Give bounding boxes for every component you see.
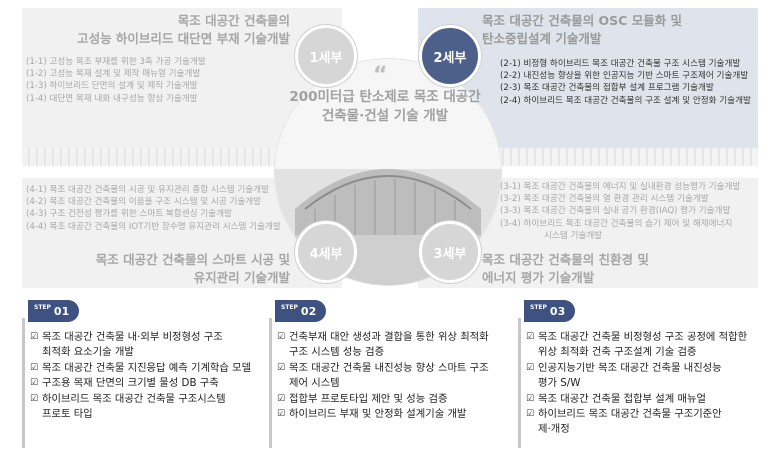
list-item-text: 목조 대공간 건축물 비정형성 구조 공정에 적합한 [538,331,748,343]
q1-item: (1-3) 하이브리드 단면의 설계 및 제작 기술개발 [26,81,198,92]
list-item: 하이브리드 부재 및 안정화 설계기술 개발 [277,407,499,423]
list-item-text: 제어 시스템 [289,377,340,390]
list-item-text: 하이브리드 목조 대공간 건축물 구조시스템 [42,392,226,405]
list-item-text: 인공지능기반 목조 대공간 건축물 내진성능 [538,361,722,374]
q4-item: (4-4) 목조 대공간 건축물의 IOT기반 장수명 유지관리 시스템 기술개… [26,221,281,232]
list-item-text: 목조 대공간 건축물 내·외부 비정형성 구조 [42,331,223,343]
step-number: 01 [53,304,70,318]
q2-item: (2-2) 내진성능 향상을 위한 인공지능 기반 스마트 구조제어 기술개발 [500,71,749,82]
quadrant-3-title: 목조 대공간 건축물의 친환경 및 에너지 평가 기술개발 [482,251,752,287]
center-title-line1: 200미터급 탄소제로 목조 대공간 [289,89,481,105]
q1-item: (1-2) 고성능 목재 설계 및 제작 매뉴얼 기술개발 [26,69,201,80]
q1-item: (1-1) 고성능 목조 부재를 위한 3축 가공 기술개발 [26,57,206,67]
q2-title-line1: 목조 대공간 건축물의 OSC 모듈화 및 [482,13,683,28]
q4-title-line2: 유지관리 기술개발 [193,270,290,285]
step-label: STEP [281,303,298,311]
q3-item: (3-3) 목조 대공간 건축물의 실내 공기 환경(IAQ) 평가 기술개발 [500,206,731,217]
quadrant-4-items: (4-1) 목조 대공간 건축물의 시공 및 유지관리 종합 시스템 기술개발 … [26,184,281,233]
step-number: 02 [300,304,317,318]
q4-item: (4-3) 구조 건전성 평가를 위한 스마트 복합센싱 기술개발 [26,209,232,220]
list-item-text: 구조용 목재 단면의 크기별 물성 DB 구축 [42,377,219,390]
list-item: 목조 대공간 건축물 내진성능 향상 스마트 구조제어 시스템 [277,361,499,392]
quadrant-4-title: 목조 대공간 건축물의 스마트 시공 및 유지관리 기술개발 [60,251,290,287]
q2-item: (2-4) 하이브리드 목조 대공간 건축물의 구조 설계 및 안정화 기술개발 [500,95,751,106]
q4-title-line1: 목조 대공간 건축물의 스마트 시공 및 [95,252,290,267]
divider-stripes-right [496,148,758,166]
q1-title-line1: 목조 대공간 건축물의 [177,13,290,28]
step-02-tag: STEP 02 [275,300,327,322]
q1-item: (1-4) 대단면 목재 내화 내구성능 향상 기술개발 [26,93,198,104]
step-label: STEP [34,303,51,311]
q3-item: (3-2) 목조 대공간 건축물의 열 환경 관리 시스템 기술개발 [500,194,709,205]
q3-title-line1: 목조 대공간 건축물의 친환경 및 [482,252,649,267]
list-item-text: 평가 S/W [538,377,581,390]
quadrant-3-items: (3-1) 목조 대공간 건축물의 에너지 및 실내환경 성능평가 기술개발 (… [500,181,740,242]
list-item-text: 건축부재 대안 생성과 결합을 통한 위상 최적화 [289,331,489,343]
list-item-text: 구조 시스템 성능 검증 [289,346,385,359]
list-item-text: 프로토 타입 [42,408,93,421]
badge-3: 3세부 [419,221,481,283]
list-item-text: 목조 대공간 건축물 지진응답 예측 기계학습 모델 [42,361,252,374]
quadrant-2-items: (2-1) 비정형 하이브리드 목조 대공간 건축물 구조 시스템 기술개발 (… [500,58,751,107]
center-title-line2: 건축물·건설 기술 개발 [321,108,449,124]
q2-item: (2-3) 목조 대공간 건축물의 접합부 설계 프로그램 기술개발 [500,83,714,94]
divider-stripes-left [22,148,282,166]
list-item-text: 접합부 프로토타입 제안 및 성능 검증 [289,392,448,405]
q3-title-line2: 에너지 평가 기술개발 [482,270,595,285]
q4-item: (4-2) 목조 대공간 건축물의 이음을 구조 시스템 및 시공 기술개발 [26,197,262,208]
quadrant-2-title: 목조 대공간 건축물의 OSC 모듈화 및 탄소중립설계 기술개발 [482,12,752,48]
list-item: 목조 대공간 건축물 지진응답 예측 기계학습 모델 [30,361,252,377]
list-item: 목조 대공간 건축물 접합부 설계 매뉴얼 [526,392,762,408]
list-item-text: 위상 최적화 건축 구조설계 기술 검증 [538,346,697,359]
list-item-text: 하이브리드 목조 대공간 건축물 구조기준안 [538,408,722,421]
list-item: 구조용 목재 단면의 크기별 물성 DB 구축 [30,376,252,392]
list-item-text: 하이브리드 부재 및 안정화 설계기술 개발 [289,408,467,421]
q2-item: (2-1) 비정형 하이브리드 목조 대공간 건축물 구조 시스템 기술개발 [500,59,741,69]
list-item-text: 목조 대공간 건축물 접합부 설계 매뉴얼 [538,392,706,405]
center-title: 200미터급 탄소제로 목조 대공간 건축물·건설 기술 개발 [280,88,490,126]
step-number: 03 [549,304,566,318]
list-item: 접합부 프로토타입 제안 및 성능 검증 [277,392,499,408]
list-item-text: 최적화 요소기술 개발 [42,346,134,359]
q3-item: (3-1) 목조 대공간 건축물의 에너지 및 실내환경 성능평가 기술개발 [500,182,741,192]
badge-4: 4세부 [295,221,357,283]
step-03-tag: STEP 03 [524,300,576,322]
q1-title-line2: 고성능 하이브리드 대단면 부재 기술개발 [77,31,290,46]
badge-2: 2세부 [419,25,481,87]
quadrant-1-title: 목조 대공간 건축물의 고성능 하이브리드 대단면 부재 기술개발 [60,12,290,48]
quote-mark: “ [373,63,388,88]
list-item-text: 목조 대공간 건축물 내진성능 향상 스마트 구조 [289,361,489,374]
step-01-tag: STEP 01 [28,300,80,322]
q3-item: (3-4) 하이브리드 목조 대공간 건축물의 습기 제어 및 해제에너지 [500,218,733,229]
q2-title-line2: 탄소중립설계 기술개발 [482,31,602,46]
quadrant-1-items: (1-1) 고성능 목조 부재를 위한 3축 가공 기술개발 (1-2) 고성능… [26,56,206,105]
list-item-text: 제·개정 [538,423,570,436]
q4-item: (4-1) 목조 대공간 건축물의 시공 및 유지관리 종합 시스템 기술개발 [26,185,269,195]
step-label: STEP [530,303,547,311]
badge-1: 1세부 [295,25,357,87]
q3-item: 시스템 기술개발 [544,230,603,241]
